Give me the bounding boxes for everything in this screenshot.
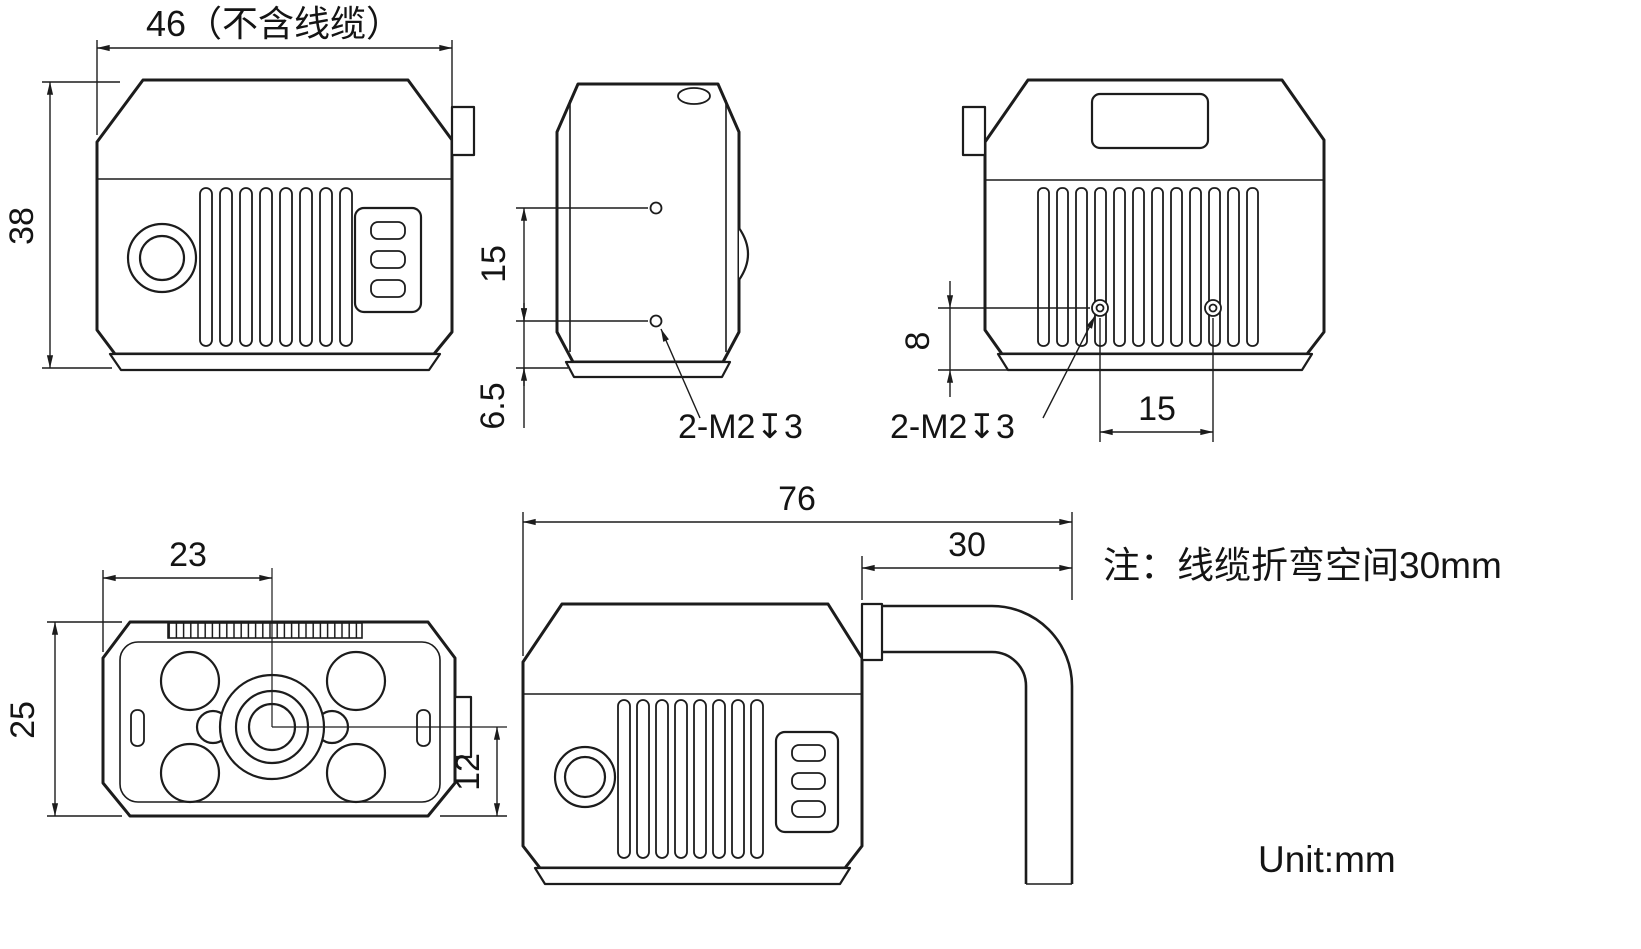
top-grille-strip bbox=[167, 622, 363, 639]
cable-outer-edge bbox=[882, 604, 1074, 884]
front-height-dimension: 38 bbox=[3, 81, 120, 369]
rear-hole-bottom-dimension: 8 bbox=[899, 281, 1090, 397]
front-connector-slots bbox=[370, 221, 406, 298]
cable-gland bbox=[860, 602, 884, 662]
cable-space-dimension: 30 bbox=[861, 526, 1073, 600]
top-depth-dimension: 25 bbox=[4, 621, 122, 817]
front-base-foot bbox=[108, 352, 442, 372]
top-view bbox=[101, 568, 507, 818]
lens-front-text: 12 bbox=[449, 753, 487, 791]
cable-side-view bbox=[521, 602, 1074, 886]
rear-display-window bbox=[1090, 92, 1210, 150]
rear-thread-label: 2-M2↧3 bbox=[890, 408, 1015, 446]
rear-thread-callout: 2-M2↧3 bbox=[890, 315, 1096, 446]
side-hole-bottom-dimension: 6.5 bbox=[474, 303, 568, 430]
rear-screw-hole-left-inner bbox=[1095, 303, 1105, 313]
front-heatsink-grille bbox=[199, 187, 353, 347]
side-screw-hole-bottom bbox=[649, 314, 663, 328]
top-led-circle-tr bbox=[325, 650, 387, 712]
side-screw-hole-top bbox=[649, 201, 663, 215]
cable-lens-inner-circle bbox=[563, 755, 607, 799]
side-thread-label: 2-M2↧3 bbox=[678, 408, 803, 446]
side-hole-bottom-text: 6.5 bbox=[474, 382, 512, 429]
top-led-circle-br bbox=[325, 742, 387, 804]
front-width-dimension: 46（不含线缆） bbox=[96, 3, 453, 135]
side-connector-bump bbox=[738, 227, 750, 281]
unit-label: Unit:mm bbox=[1258, 839, 1396, 880]
rear-screw-hole-right-inner bbox=[1208, 303, 1218, 313]
front-view bbox=[95, 78, 476, 372]
side-top-hole bbox=[677, 87, 711, 105]
side-base-foot bbox=[564, 360, 732, 379]
side-hole-spacing-text: 15 bbox=[475, 245, 513, 283]
cable-connector-slots bbox=[791, 744, 826, 818]
cable-inner-edge bbox=[882, 650, 1028, 884]
side-view bbox=[555, 82, 750, 379]
rear-cable-stub bbox=[961, 105, 987, 157]
top-lens-center-text: 23 bbox=[169, 536, 207, 574]
side-body-outline bbox=[555, 82, 741, 364]
rear-heatsink-grille bbox=[1037, 187, 1259, 347]
cable-space-text: 30 bbox=[948, 526, 986, 564]
overall-width-dimension: 76 bbox=[522, 480, 1073, 656]
top-face-inner-outline bbox=[119, 641, 441, 803]
top-depth-text: 25 bbox=[4, 701, 42, 739]
top-led-circle-bl bbox=[159, 742, 221, 804]
front-cable-stub bbox=[450, 105, 476, 157]
front-height-dim-text: 38 bbox=[3, 207, 41, 245]
top-right-slot bbox=[416, 709, 431, 747]
side-thread-callout: 2-M2↧3 bbox=[660, 328, 803, 446]
lens-front-dimension: 12 bbox=[440, 726, 507, 817]
rear-hole-spacing-text: 15 bbox=[1138, 390, 1176, 428]
cable-bend-note: 注：线缆折弯空间30mm bbox=[1103, 545, 1502, 586]
rear-base-foot bbox=[996, 352, 1314, 372]
top-lens-center-dimension: 23 bbox=[102, 536, 273, 652]
front-lens-inner-circle bbox=[138, 234, 186, 282]
rear-view bbox=[961, 78, 1326, 372]
top-left-slot bbox=[130, 709, 145, 747]
front-width-dim-text: 46（不含线缆） bbox=[146, 3, 402, 44]
rear-hole-bottom-text: 8 bbox=[899, 332, 937, 351]
rear-hole-spacing-dimension: 15 bbox=[1099, 318, 1214, 442]
side-hole-spacing-dimension: 15 bbox=[475, 207, 648, 322]
overall-width-text: 76 bbox=[778, 480, 816, 518]
cable-heatsink-grille bbox=[617, 699, 764, 859]
top-led-circle-tl bbox=[159, 650, 221, 712]
cable-base-foot bbox=[533, 866, 852, 886]
